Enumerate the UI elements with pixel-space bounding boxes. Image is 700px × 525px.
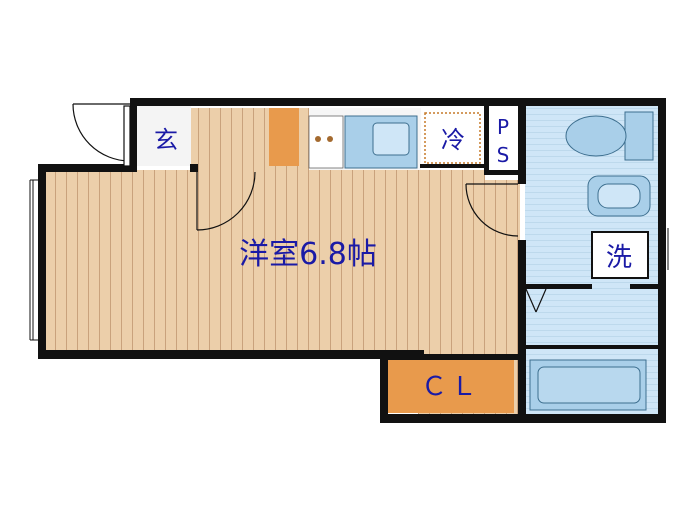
window: [29, 179, 38, 341]
entrance-floor: [136, 106, 191, 166]
closet-label: ＣＬ: [421, 372, 481, 402]
entrance-label: 玄: [154, 126, 178, 154]
room-floor: [45, 108, 520, 415]
fridge-space: [424, 112, 481, 164]
wash-basin-icon: [587, 175, 651, 217]
shoe-cabinet: [269, 108, 299, 166]
fridge-label: 冷: [441, 126, 465, 154]
room-label: 洋室6.8帖: [239, 237, 377, 272]
ps-label-p: P: [497, 115, 509, 139]
toilet-icon: [565, 111, 654, 161]
bath-door: [525, 288, 547, 313]
bathroom-door: [465, 183, 519, 237]
stove: [308, 115, 344, 169]
ps-label-s: S: [497, 143, 510, 167]
sink: [344, 115, 418, 169]
bathtub-icon: [529, 359, 647, 411]
closet: [386, 360, 514, 413]
room-door: [196, 171, 256, 231]
washer-label: 洗: [606, 243, 632, 273]
washer-space: [591, 231, 649, 279]
front-door: [72, 103, 131, 167]
ps-floor: [488, 106, 520, 174]
walls: [38, 98, 666, 423]
